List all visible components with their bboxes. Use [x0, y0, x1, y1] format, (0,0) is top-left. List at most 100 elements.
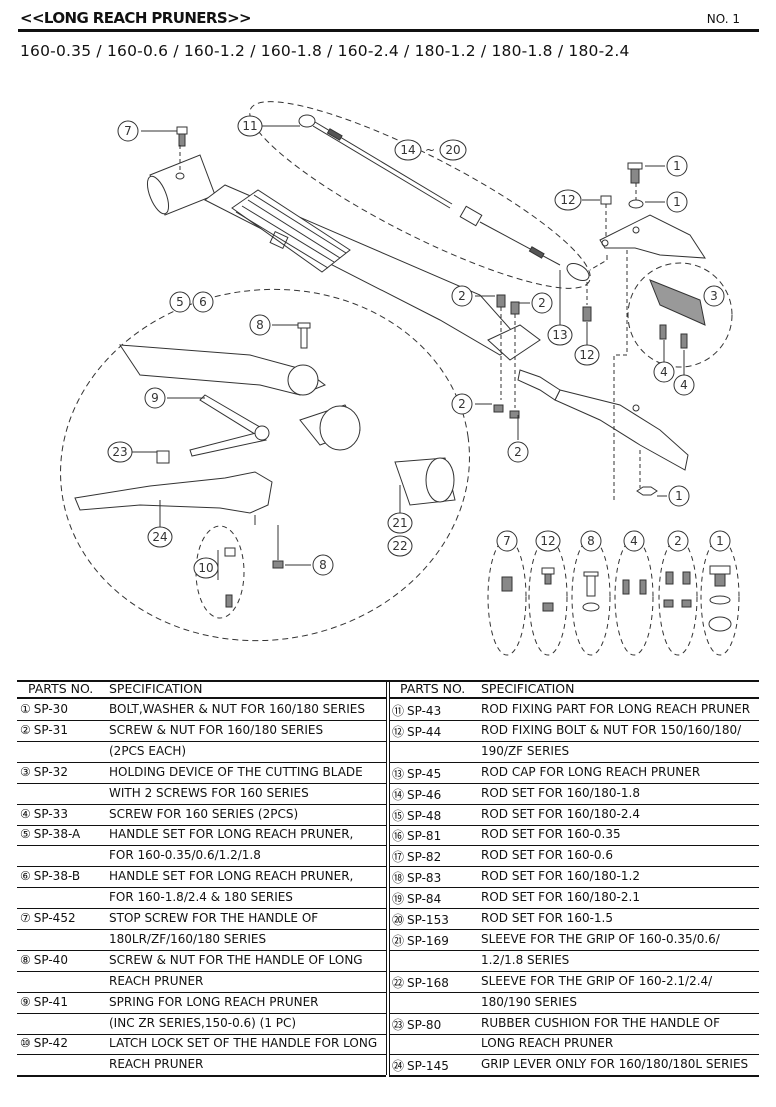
part-specification: ROD CAP FOR LONG REACH PRUNER — [481, 764, 701, 779]
part-specification: HANDLE SET FOR LONG REACH PRUNER, — [109, 869, 354, 884]
part-index-marker: ④ — [20, 806, 31, 821]
part-code: SP-169 — [407, 933, 449, 948]
table-row: FOR 160-1.8/2.4 & 180 SERIES — [17, 887, 386, 910]
part-specification: (2PCS EACH) — [109, 743, 187, 758]
part-index-marker: ⑯ — [392, 829, 405, 844]
table-row: FOR 160-0.35/0.6/1.2/1.8 — [17, 845, 386, 868]
part-code: SP-168 — [407, 975, 449, 990]
part-index-marker: ② — [20, 722, 31, 737]
part-index-marker: ⑫ — [392, 724, 405, 739]
col-header-specification: SPECIFICATION — [109, 681, 203, 696]
part-index-marker: ⑲ — [392, 892, 405, 907]
handle-parts — [74, 344, 456, 514]
part-code: SP-46 — [407, 787, 442, 802]
table-top-rule — [17, 680, 759, 682]
callout-range-tilde: ~ — [425, 143, 435, 157]
part-number — [20, 890, 23, 904]
part-specification: ROD SET FOR 160/180-2.1 — [481, 890, 640, 905]
group-label-1: 1 — [716, 534, 724, 548]
part-code: SP-30 — [33, 702, 68, 716]
rod-group-outline — [249, 101, 591, 289]
part-specification: REACH PRUNER — [109, 973, 204, 988]
part-number — [20, 1057, 23, 1071]
table-row: LONG REACH PRUNER — [389, 1033, 759, 1056]
part-index-marker: ⑧ — [20, 952, 31, 967]
part-number — [20, 744, 23, 758]
col-header-specification: SPECIFICATION — [481, 681, 575, 696]
part-index-marker: ㉔ — [392, 1059, 405, 1074]
part-code: SP-33 — [33, 806, 68, 821]
callout-22: 22 — [392, 539, 407, 553]
part-index-marker: ⑬ — [392, 766, 405, 781]
part-specification: SLEEVE FOR THE GRIP OF 160-2.1/2.4/ — [481, 973, 713, 988]
part-index-marker: ⑭ — [392, 787, 405, 802]
col-header-parts-no: PARTS NO. — [28, 681, 94, 696]
part-specification: 180LR/ZF/160/180 SERIES — [109, 931, 267, 946]
part-index-marker: ㉓ — [392, 1017, 405, 1032]
callout-23: 23 — [112, 445, 127, 459]
callout-9: 9 — [151, 391, 159, 405]
part-specification: 190/ZF SERIES — [481, 743, 570, 758]
callout-13: 13 — [552, 328, 567, 342]
callout-7: 7 — [124, 124, 132, 138]
part-specification: STOP SCREW FOR THE HANDLE OF — [109, 911, 319, 925]
callout-10: 10 — [198, 561, 213, 575]
part-index-marker: ⑤ — [20, 827, 31, 842]
part-specification: LONG REACH PRUNER — [481, 1036, 614, 1051]
part-index-marker: ⑳ — [392, 913, 405, 927]
main-pole — [204, 184, 521, 356]
callout-21: 21 — [392, 516, 407, 530]
table-header: PARTS NO. SPECIFICATION — [17, 680, 386, 699]
part-index-marker: ⑱ — [392, 871, 405, 886]
exploded-parts-diagram: 7 11 14 ~ 20 1 1 12 3 2 2 13 12 4 4 5 6 … — [60, 101, 740, 656]
part-specification: (INC ZR SERIES,150-0.6) (1 PC) — [109, 1015, 297, 1030]
handle-group-outline — [60, 288, 470, 642]
hardware-parts — [156, 126, 688, 608]
part-specification: GRIP LEVER ONLY FOR 160/180/180L SERIES — [481, 1057, 749, 1072]
part-number — [392, 953, 395, 967]
part-specification: REACH PRUNER — [109, 1057, 204, 1072]
part-code: SP-38-B — [33, 869, 81, 884]
callout-12a: 12 — [560, 193, 575, 207]
group-label-7: 7 — [503, 534, 511, 548]
callout-2b: 2 — [538, 296, 546, 310]
part-number — [20, 786, 23, 800]
part-specification: HANDLE SET FOR LONG REACH PRUNER, — [109, 827, 354, 842]
part-code: SP-153 — [407, 913, 449, 927]
table-row: WITH 2 SCREWS FOR 160 SERIES — [17, 783, 386, 805]
part-specification: SCREW FOR 160 SERIES (2PCS) — [109, 806, 299, 821]
part-code: SP-38-A — [33, 827, 81, 842]
part-specification: FOR 160-1.8/2.4 & 180 SERIES — [109, 890, 293, 905]
part-code: SP-82 — [407, 850, 442, 865]
part-index-marker: ① — [20, 702, 31, 716]
part-code: SP-83 — [407, 871, 442, 886]
